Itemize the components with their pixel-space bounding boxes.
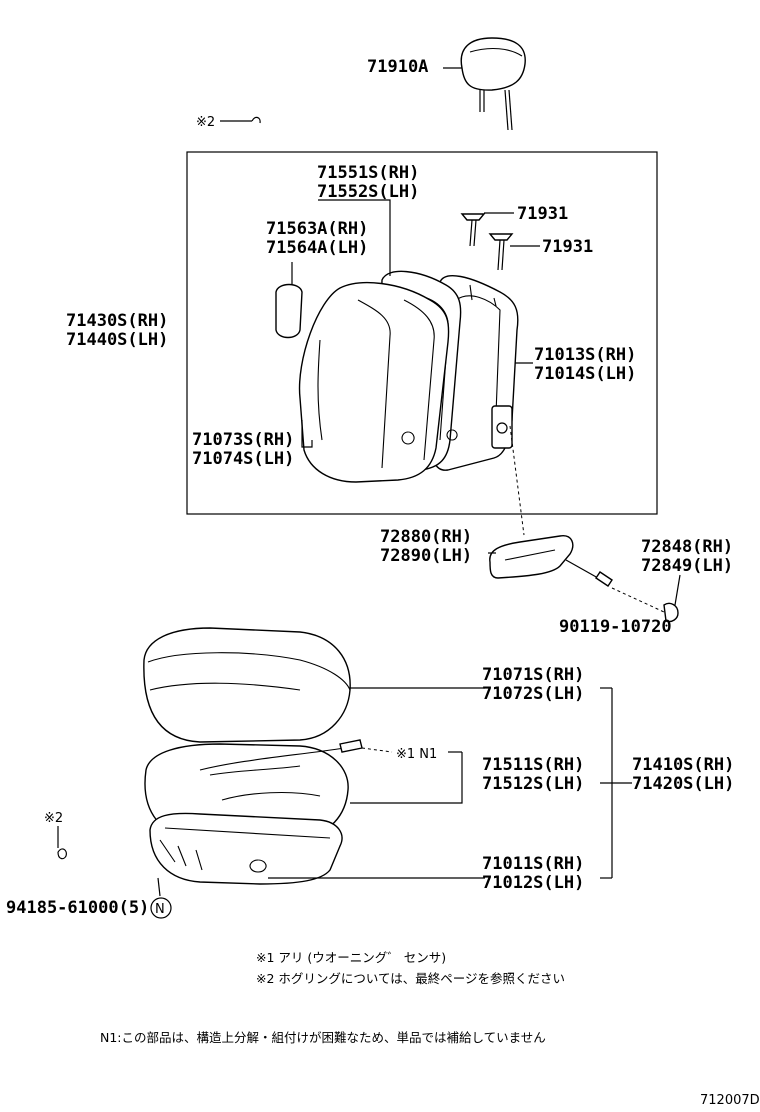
label-cushion-pad-rh: 71071S(RH) [482,665,584,685]
shield-drawing [488,535,681,623]
seat-cushion-pad-drawing [143,627,485,743]
label-frame-lh: 71012S(LH) [482,873,584,893]
label-knob-lh: 72849(LH) [641,556,733,576]
label-back-cover-rh: 71551S(RH) [317,163,419,183]
note-1: ※1 アリ (ウオーニング゛ センサ) [256,950,446,965]
label-mark2-top: ※2 [196,115,215,130]
seatback-drawing [275,199,540,536]
label-hinge-rh: 71563A(RH) [266,219,368,239]
label-sensor-mark: ※1 N1 [396,747,437,762]
bracket-lines [600,687,632,879]
headrest-drawing [443,37,526,131]
label-back-assy-rh: 71430S(RH) [66,311,168,331]
label-back-pad-rh: 71073S(RH) [192,430,294,450]
hog-ring-top [220,116,261,124]
figure-id: 712007D [700,1093,760,1108]
label-back-pad-lh: 71074S(LH) [192,449,294,469]
label-mark2-left: ※2 [44,811,63,826]
label-cushion-cover-lh: 71512S(LH) [482,774,584,794]
label-frame-rh: 71011S(RH) [482,854,584,874]
seatback-assembly-box [186,151,658,515]
label-back-assy-lh: 71440S(LH) [66,330,168,350]
note-n1: N1:この部品は、構造上分解・組付けが困難なため、単品では補給していません [100,1030,546,1045]
label-back-frame-rh: 71013S(RH) [534,345,636,365]
label-support-1: 71931 [517,204,568,224]
label-screw: 90119-10720 [559,617,672,637]
label-cushion-pad-lh: 71072S(LH) [482,684,584,704]
label-shield-rh: 72880(RH) [380,527,472,547]
note-2: ※2 ホグリングについては、最終ページを参照ください [256,971,565,986]
clip-n-circle [150,897,172,919]
label-back-frame-lh: 71014S(LH) [534,364,636,384]
label-hinge-lh: 71564A(LH) [266,238,368,258]
label-cushion-cover-rh: 71511S(RH) [482,755,584,775]
label-knob-rh: 72848(RH) [641,537,733,557]
label-clip-n: N [155,902,165,917]
label-support-2: 71931 [542,237,593,257]
label-shield-lh: 72890(LH) [380,546,472,566]
label-cushion-assy-rh: 71410S(RH) [632,755,734,775]
label-back-cover-lh: 71552S(LH) [317,182,419,202]
label-cushion-assy-lh: 71420S(LH) [632,774,734,794]
label-clip: 94185-61000(5) [6,898,149,918]
seat-cushion-frame-drawing [57,812,485,919]
label-headrest: 71910A [367,57,428,77]
